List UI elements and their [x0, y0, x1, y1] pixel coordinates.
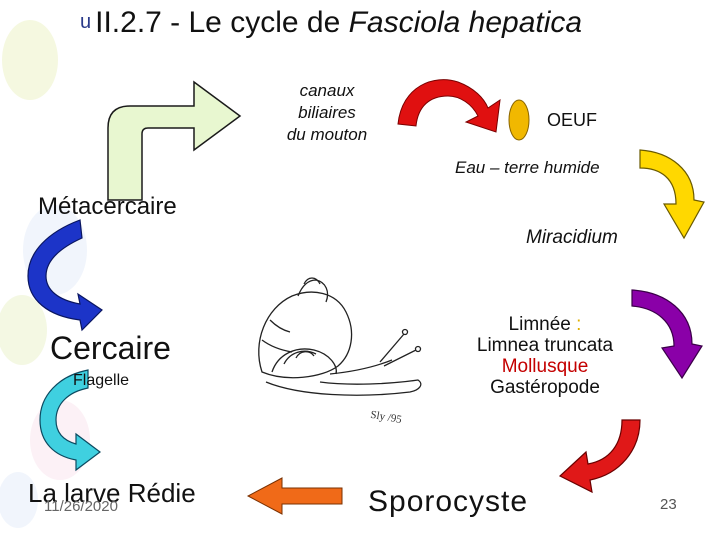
page-number: 23	[660, 496, 677, 513]
limnee-colon: :	[570, 314, 582, 335]
purple-curved-arrow	[631, 289, 703, 380]
canaux-line-1: canaux	[299, 81, 355, 100]
label-larve-redie: La larve Rédie	[28, 478, 196, 508]
red-curved-arrow	[397, 79, 501, 133]
label-miracidium: Miracidium	[526, 227, 618, 248]
canaux-line-2: biliaires	[298, 103, 356, 122]
blue-curved-arrow	[27, 219, 103, 332]
limnee-line: Limnée :	[440, 314, 650, 335]
orange-left-arrow	[246, 477, 343, 515]
snail-drawing	[258, 277, 422, 396]
gasteropode: Gastéropode	[490, 377, 600, 398]
egg-icon	[508, 99, 530, 141]
label-limnee-block: Limnée : Limnea truncata Mollusque Gasté…	[440, 314, 650, 398]
canaux-line-3: du mouton	[286, 125, 368, 144]
limnea-truncata: Limnea truncata	[476, 335, 614, 356]
signature-mark: Sly /95	[370, 409, 404, 426]
title-prefix: II.2.7 - Le cycle de	[95, 6, 349, 39]
label-flagelle: Flagelle	[73, 372, 130, 389]
mollusque: Mollusque	[501, 356, 589, 377]
red-bottom-curved-arrow	[558, 419, 641, 494]
label-oeuf: OEUF	[547, 110, 598, 130]
label-cercaire: Cercaire	[50, 330, 171, 366]
label-sporocyste: Sporocyste	[368, 485, 529, 518]
green-bent-arrow	[107, 80, 242, 201]
yellow-curved-arrow	[639, 149, 705, 240]
label-metacercaire: Métacercaire	[38, 193, 177, 220]
limnee-word: Limnée	[508, 314, 571, 335]
slide-date: 11/26/2020	[44, 498, 118, 515]
cyan-curved-arrow	[39, 369, 101, 472]
label-canaux-biliaires: canaux biliaires du mouton	[268, 80, 386, 146]
bullet-icon: u	[80, 11, 92, 33]
title-species: Fasciola hepatica	[348, 6, 583, 39]
label-eau-terre-humide: Eau – terre humide	[455, 158, 600, 177]
